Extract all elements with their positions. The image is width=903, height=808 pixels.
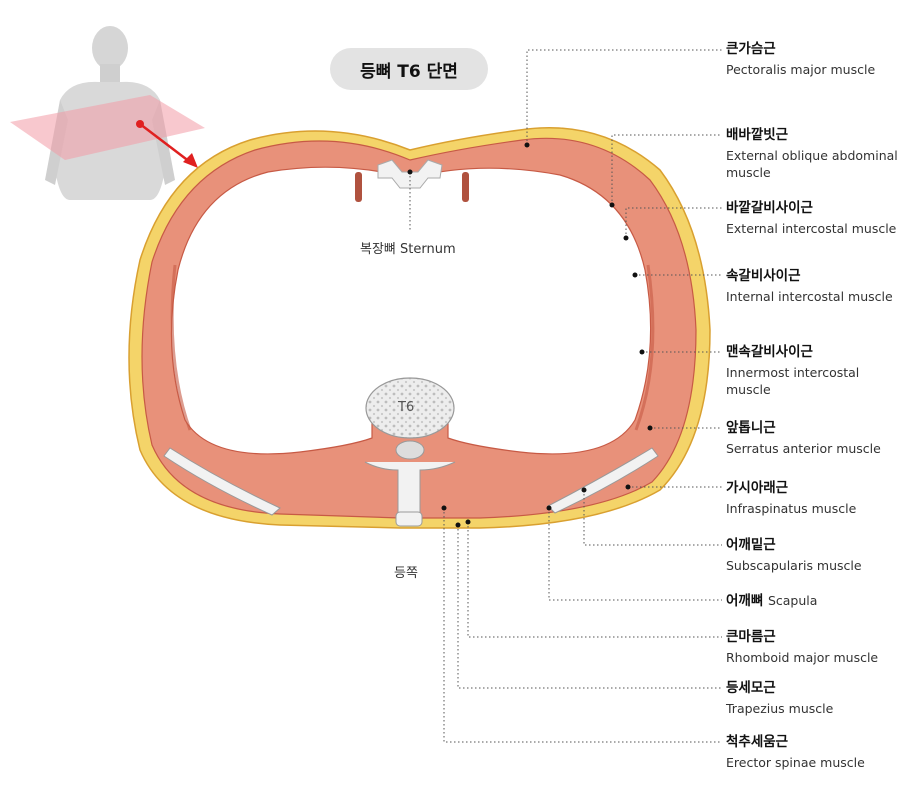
spinal-canal [396,441,424,459]
back-side-label: 등쪽 [394,562,418,581]
right-costal-cartilage [462,172,469,202]
sternum-label: 복장뼈 Sternum [360,238,456,257]
spinous-process [396,512,422,526]
vertebra-label: T6 [398,400,414,415]
diagram-title: 등뼈 T6 단면 [330,48,488,90]
label-scapula: 어깨뼈 Scapula [726,592,901,610]
left-costal-cartilage [355,172,362,202]
plane-arrow-head [183,153,198,168]
